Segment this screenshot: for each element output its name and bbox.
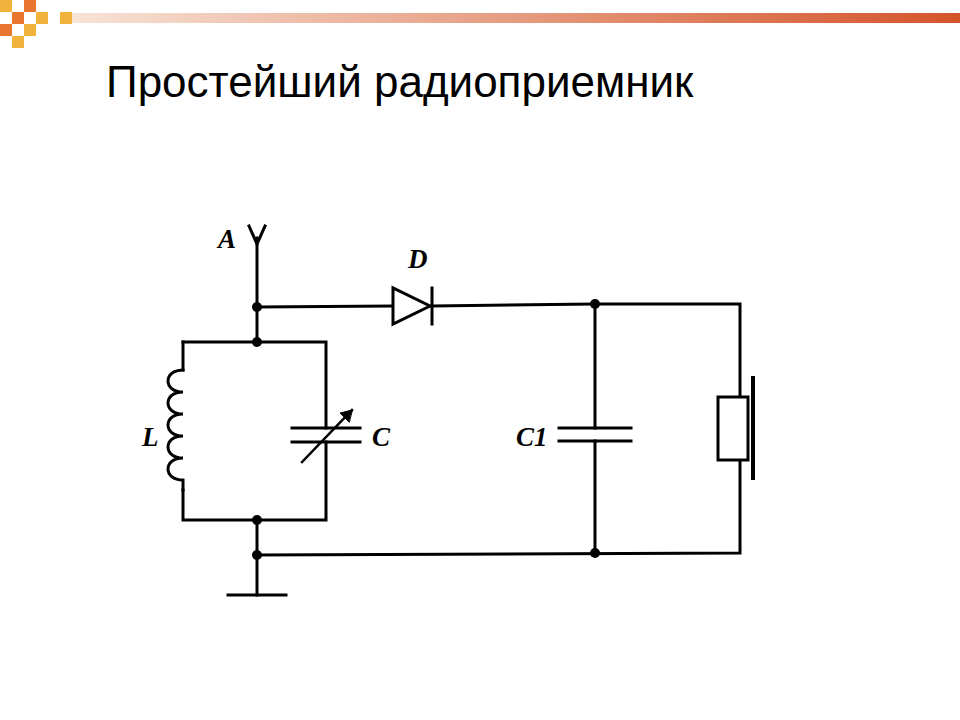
component-label: A [218,226,236,253]
variable-capacitor-arrowhead [340,410,352,422]
capacitor-symbol [559,428,631,441]
wire [183,342,326,428]
component-label: L [142,424,159,451]
antenna-symbol [249,226,265,244]
slide-title: Простейший радиоприемник [106,60,693,104]
wire [257,306,393,307]
ground-symbol [228,594,286,597]
component-label: C [372,424,390,451]
antenna-wire [256,238,259,307]
component-label: D [408,246,428,273]
inductor-coil [168,370,183,490]
headphone-symbol [718,397,748,460]
diode-symbol [393,288,430,324]
wire [432,304,740,397]
junction-dots [252,299,600,560]
component-label: C1 [516,424,548,451]
corner-decoration [0,0,72,48]
variable-capacitor-symbol [292,428,360,442]
header-bar [72,13,960,23]
wire [182,342,185,370]
wire [256,307,259,342]
wire [183,442,326,520]
variable-capacitor-arrow [302,410,352,462]
headphone-membrane [751,378,755,478]
wire [257,460,740,555]
